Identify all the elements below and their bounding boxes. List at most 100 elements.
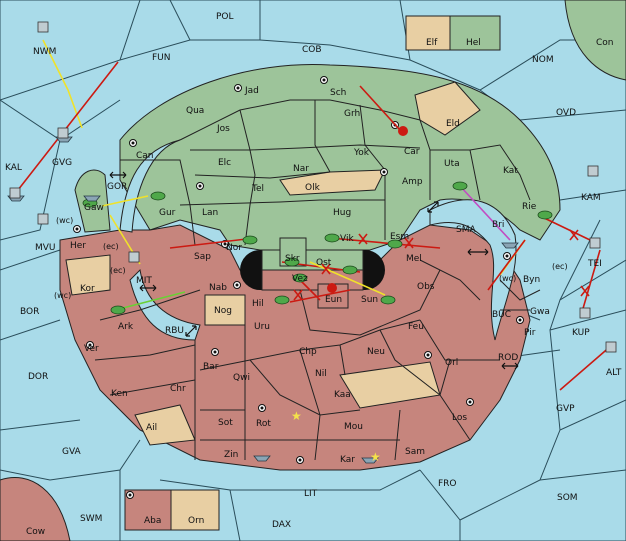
- sea-label[interactable]: DAX: [272, 520, 291, 530]
- land-label[interactable]: Can: [136, 151, 154, 161]
- land-label[interactable]: Gur: [159, 208, 176, 218]
- sea-label[interactable]: GOR: [107, 182, 127, 192]
- land-label[interactable]: Feu: [408, 322, 424, 332]
- land-label[interactable]: Hil: [252, 299, 264, 309]
- sea-label[interactable]: TEI: [587, 259, 602, 269]
- sea-label[interactable]: SMA: [456, 225, 476, 235]
- sea-label[interactable]: NWM: [33, 47, 56, 57]
- sea-label[interactable]: POL: [216, 12, 234, 22]
- land-label[interactable]: Bar: [203, 362, 219, 372]
- land-label[interactable]: Nab: [209, 283, 227, 293]
- land-label[interactable]: Ark: [118, 322, 134, 332]
- land-label[interactable]: Eld: [446, 119, 460, 129]
- land-label[interactable]: Nil: [315, 369, 327, 379]
- sea-label[interactable]: KAL: [5, 163, 22, 173]
- land-label[interactable]: Ver: [84, 344, 99, 354]
- land-label[interactable]: Nog: [214, 306, 232, 316]
- land-label[interactable]: Neu: [367, 347, 385, 357]
- land-label[interactable]: Gaw: [84, 203, 104, 213]
- sea-label[interactable]: ROD: [498, 353, 518, 363]
- land-label[interactable]: Uta: [444, 159, 460, 169]
- army-icon: [324, 233, 340, 243]
- land-label[interactable]: Gwa: [530, 307, 550, 317]
- land-label[interactable]: Mou: [344, 422, 363, 432]
- sea-label[interactable]: GVP: [556, 404, 575, 414]
- land-label[interactable]: Elc: [218, 158, 231, 168]
- land-label[interactable]: Sam: [405, 447, 425, 457]
- sea-label[interactable]: FRO: [438, 479, 457, 489]
- land-label[interactable]: Nar: [293, 164, 309, 174]
- land-label[interactable]: Qwi: [233, 373, 250, 383]
- land-label[interactable]: Sch: [330, 88, 346, 98]
- land-label[interactable]: Skr: [285, 254, 300, 264]
- land-label[interactable]: Sun: [361, 295, 378, 305]
- land-label[interactable]: Vez: [292, 274, 308, 284]
- sea-label[interactable]: ALT: [606, 368, 622, 378]
- land-label[interactable]: Zin: [224, 450, 238, 460]
- sea-label[interactable]: Con: [596, 38, 614, 48]
- sea-label[interactable]: Cow: [26, 527, 45, 537]
- land-label[interactable]: Chp: [299, 347, 317, 357]
- land-label[interactable]: Kaa: [334, 390, 351, 400]
- sea-label[interactable]: KUP: [572, 328, 590, 338]
- land-label[interactable]: Jad: [244, 86, 259, 96]
- coast-tag: (ec): [552, 262, 568, 271]
- territory-eld[interactable]: [414, 81, 481, 136]
- land-label[interactable]: Rot: [256, 419, 271, 429]
- sea-label[interactable]: GVG: [52, 158, 72, 168]
- land-label[interactable]: Byn: [523, 275, 540, 285]
- land-label[interactable]: Ost: [316, 258, 332, 268]
- land-label[interactable]: Ail: [146, 423, 157, 433]
- land-label[interactable]: Chr: [170, 384, 186, 394]
- land-label[interactable]: Tel: [251, 184, 264, 194]
- sea-label[interactable]: MVU: [35, 243, 56, 253]
- army-icon: [150, 191, 166, 201]
- land-label[interactable]: Kor: [80, 284, 95, 294]
- land-label[interactable]: Grh: [344, 109, 360, 119]
- land-label[interactable]: Hug: [333, 208, 351, 218]
- land-label[interactable]: Car: [404, 147, 420, 157]
- sea-label[interactable]: SWM: [80, 514, 102, 524]
- sea-label[interactable]: DOR: [28, 372, 48, 382]
- legend-bottom: [124, 489, 220, 531]
- land-label[interactable]: Vik: [340, 234, 354, 244]
- sea-label[interactable]: BUC: [492, 310, 511, 320]
- land-label[interactable]: Eun: [325, 295, 342, 305]
- land-label[interactable]: Orl: [445, 358, 458, 368]
- sea-label[interactable]: NOM: [532, 55, 554, 65]
- land-label[interactable]: Uru: [254, 322, 270, 332]
- sea-label[interactable]: SOM: [557, 493, 578, 503]
- sea-label[interactable]: LIT: [304, 489, 318, 499]
- land-label[interactable]: Amp: [402, 177, 423, 187]
- land-label[interactable]: Jos: [216, 124, 230, 134]
- land-label[interactable]: Qua: [186, 106, 204, 116]
- land-label[interactable]: Lan: [202, 208, 218, 218]
- sea-label[interactable]: GVA: [62, 447, 82, 457]
- land-label[interactable]: Pir: [524, 328, 536, 338]
- land-label[interactable]: Los: [452, 413, 467, 423]
- land-label[interactable]: Kar: [340, 455, 355, 465]
- land-label[interactable]: Mel: [406, 254, 422, 264]
- land-label[interactable]: Kat: [503, 166, 518, 176]
- sea-label[interactable]: FUN: [152, 53, 171, 63]
- land-label[interactable]: Obs: [417, 282, 435, 292]
- sea-label[interactable]: BOR: [20, 307, 39, 317]
- land-label[interactable]: Her: [70, 241, 86, 251]
- territory-kor-coast[interactable]: [65, 254, 111, 296]
- land-label[interactable]: Sot: [218, 418, 233, 428]
- sea-label[interactable]: MIT: [136, 276, 152, 286]
- land-label[interactable]: Esm: [390, 232, 409, 242]
- land-label[interactable]: Rie: [522, 202, 537, 212]
- land-label[interactable]: Bri: [492, 220, 504, 230]
- sea-label[interactable]: OVD: [556, 108, 576, 118]
- land-label[interactable]: Olk: [305, 183, 321, 193]
- sea-label[interactable]: COB: [302, 45, 322, 55]
- sea-label[interactable]: KAM: [581, 193, 601, 203]
- land-label[interactable]: Yok: [353, 148, 370, 158]
- land-label[interactable]: Ken: [111, 389, 128, 399]
- sea-label[interactable]: RBU: [165, 326, 184, 336]
- land-label[interactable]: Sap: [194, 252, 211, 262]
- land-label[interactable]: Nor: [226, 243, 242, 253]
